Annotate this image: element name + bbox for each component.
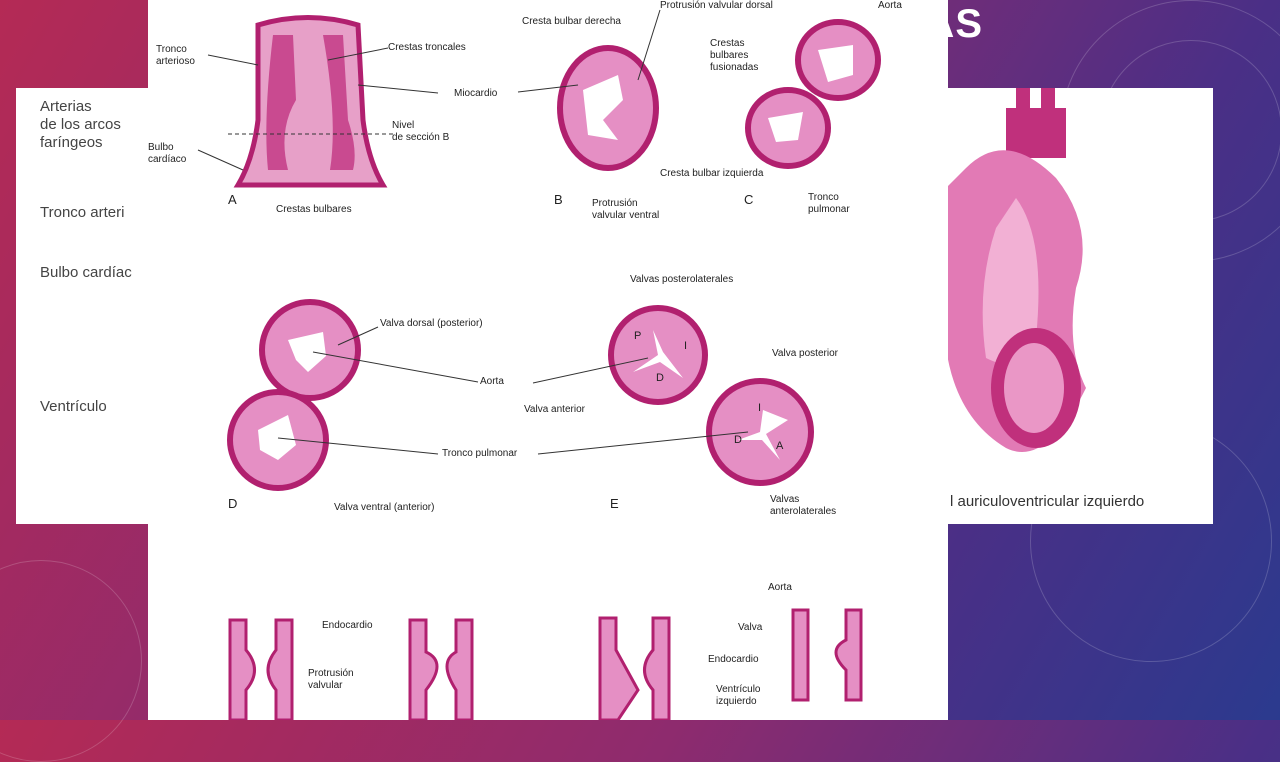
label-cresta-bulbar-izquierda: Cresta bulbar izquierda [660, 168, 764, 179]
label-valva-g: Valva [738, 622, 763, 633]
cusp-d-2: D [734, 434, 742, 446]
left-figure-panel: Arterias de los arcos faríngeos Tronco a… [16, 88, 162, 524]
label-aorta-d: Aorta [480, 376, 504, 387]
label-cresta-bulbar-derecha: Cresta bulbar derecha [522, 16, 621, 27]
figure-c-drawing [745, 19, 881, 169]
label-tronco-pulmonar-c: Tronco pulmonar [808, 192, 850, 215]
figure-e-drawing [608, 305, 814, 486]
leader-lines [197, 9, 749, 455]
label-crestas-fusionadas: Crestas bulbares fusionadas [710, 38, 759, 73]
right-caption: l auriculoventricular izquierdo [950, 493, 1145, 510]
label-bulbo: Bulbo cardíac [40, 264, 132, 281]
figure-b-drawing [557, 45, 659, 171]
cusp-i-1: I [684, 340, 688, 352]
figure-g-drawing [598, 608, 863, 722]
label-miocardio: Miocardio [454, 88, 498, 99]
label-valvas-posterolaterales: Valvas posterolaterales [630, 274, 734, 285]
label-valva-dorsal: Valva dorsal (posterior) [380, 318, 483, 329]
label-protrusion-dorsal: Protrusión valvular dorsal [660, 0, 773, 11]
label-ventriculo-izquierdo: Ventrículo izquierdo [716, 684, 761, 707]
cusp-p: P [634, 330, 642, 342]
right-figure-panel: l auriculoventricular izquierdo [946, 88, 1213, 524]
figure-a-letter: A [228, 192, 237, 207]
label-tronco-arterioso: Tronco arterioso [156, 44, 195, 67]
label-valva-ventral: Valva ventral (anterior) [334, 502, 435, 513]
label-endocardio-f: Endocardio [322, 620, 373, 631]
label-bulbo-cardiaco: Bulbo cardíaco [148, 142, 187, 165]
label-tronco: Tronco arteri [40, 204, 125, 221]
label-protrusion-valvular: Protrusión valvular [308, 668, 354, 691]
label-ventriculo: Ventrículo [40, 398, 107, 415]
label-aorta-c: Aorta [878, 0, 902, 11]
figure-d-drawing [227, 299, 361, 491]
heart-illustration [946, 88, 1086, 452]
figure-e-letter: E [610, 496, 619, 511]
label-valva-posterior: Valva posterior [772, 348, 838, 359]
embryology-figure: A Tronco arterioso Crestas troncales Mio… [148, 0, 948, 722]
label-aorta-g: Aorta [768, 582, 792, 593]
label-crestas-troncales: Crestas troncales [388, 42, 466, 53]
label-nivel-seccion: Nivel de sección B [392, 120, 450, 143]
label-valva-anterior: Valva anterior [524, 404, 585, 415]
decorative-circle [0, 560, 142, 762]
label-arterias: Arterias de los arcos faríngeos [40, 98, 121, 151]
cusp-a: A [776, 440, 784, 452]
figure-a-drawing [228, 15, 393, 188]
label-crestas-bulbares: Crestas bulbares [276, 204, 352, 215]
figure-b-letter: B [554, 192, 563, 207]
label-valvas-anterolaterales: Valvas anterolaterales [770, 494, 837, 517]
label-tronco-pulmonar-d: Tronco pulmonar [442, 448, 518, 459]
figure-c-letter: C [744, 192, 754, 207]
cusp-d-1: D [656, 372, 664, 384]
figure-drawings [197, 9, 881, 722]
label-protrusion-ventral: Protrusión valvular ventral [592, 198, 660, 221]
label-endocardio-g: Endocardio [708, 654, 759, 665]
cusp-i-2: I [758, 402, 762, 414]
figure-d-letter: D [228, 496, 238, 511]
